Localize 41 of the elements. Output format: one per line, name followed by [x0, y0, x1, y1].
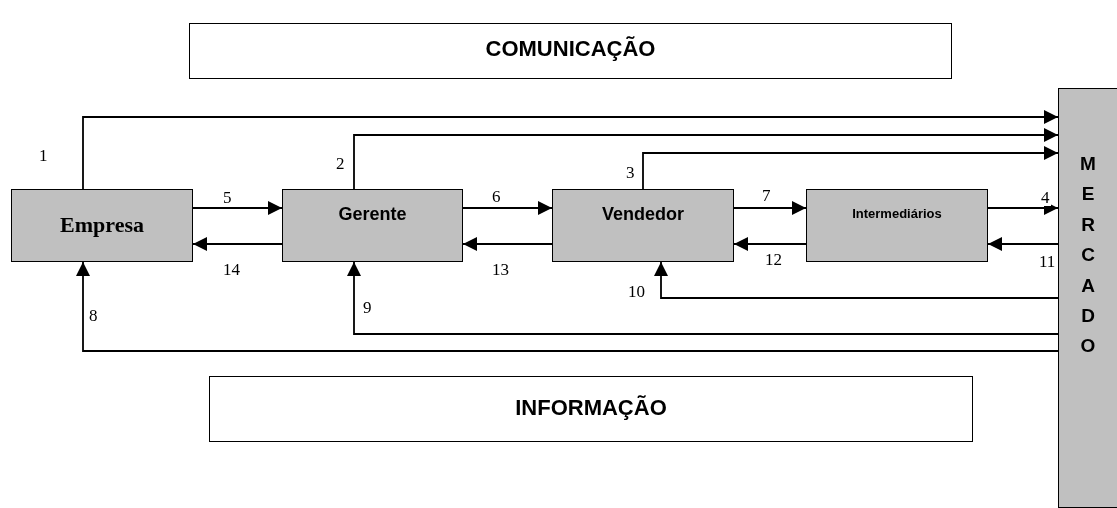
edge-label: 8 — [88, 307, 99, 324]
process-box — [11, 189, 193, 262]
edge-label: 10 — [627, 283, 646, 300]
arrow — [987, 237, 1059, 251]
arrow — [462, 237, 553, 251]
box-label: Vendedor — [602, 204, 684, 225]
edge-label: 6 — [491, 188, 502, 205]
process-box — [552, 189, 734, 262]
box-label: INFORMAÇÃO — [515, 395, 667, 421]
box-label: Empresa — [60, 212, 144, 238]
arrow — [642, 146, 1059, 190]
arrow — [192, 201, 283, 215]
edge-label: 9 — [362, 299, 373, 316]
process-box — [806, 189, 988, 262]
arrow — [353, 128, 1059, 190]
edge-label: 1 — [38, 147, 49, 164]
edge-label: 12 — [764, 251, 783, 268]
edge-label: 4 — [1040, 189, 1051, 206]
arrow — [462, 201, 553, 215]
process-box — [282, 189, 463, 262]
edge-label: 5 — [222, 189, 233, 206]
arrow — [733, 201, 807, 215]
vertical-label: MERCADO — [1079, 152, 1097, 359]
arrow — [654, 261, 1059, 299]
heading-box — [209, 376, 973, 442]
edge-label: 14 — [222, 261, 241, 278]
arrow — [733, 237, 807, 251]
box-label: Gerente — [338, 204, 407, 225]
edge-label: 2 — [335, 155, 346, 172]
market-bar — [1058, 88, 1117, 508]
edge-label: 13 — [491, 261, 510, 278]
box-label: Intermediários — [852, 206, 942, 221]
arrow — [192, 237, 283, 251]
heading-box — [189, 23, 952, 79]
edge-label: 3 — [625, 164, 636, 181]
arrow — [76, 261, 1059, 352]
edge-label: 7 — [761, 187, 772, 204]
box-label: COMUNICAÇÃO — [485, 36, 656, 62]
edge-label: 11 — [1038, 253, 1057, 270]
arrow — [347, 261, 1059, 335]
arrow — [82, 110, 1059, 190]
